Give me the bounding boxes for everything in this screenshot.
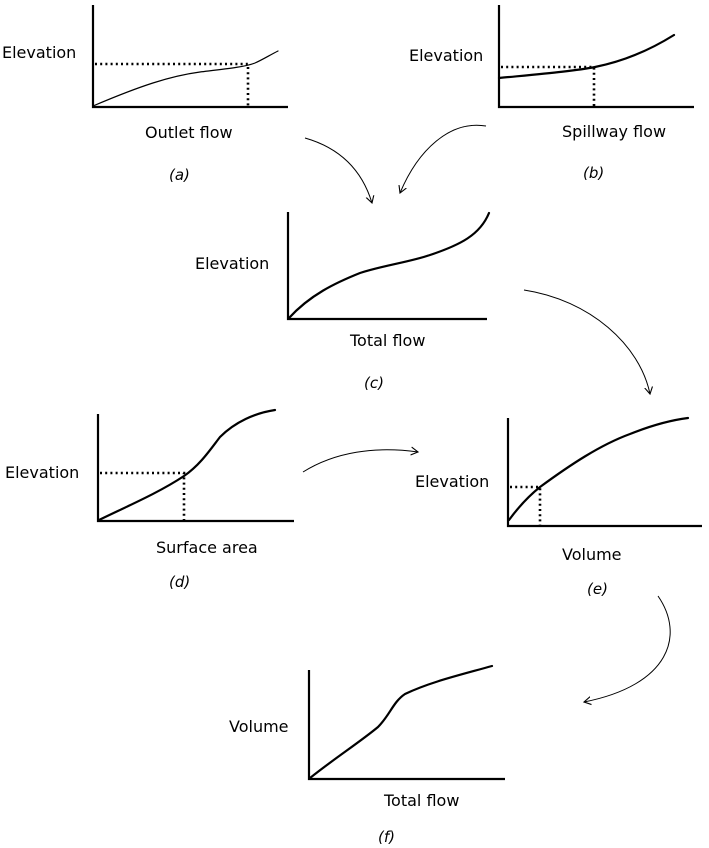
y-label-f: Volume [229,717,289,736]
panel-b: Elevation Spillway flow (b) [409,5,694,182]
y-label-a: Elevation [2,43,76,62]
curve-b [497,33,676,80]
arrow-c-to-e [523,289,650,394]
caption-d: (d) [169,573,190,591]
arrow-b-to-c [400,124,487,193]
panel-a: Elevation Outlet flow (a) [2,5,288,184]
panel-f: Volume Total flow (f) [229,664,505,846]
arrow-e-to-f [584,595,671,702]
curve-a [92,50,279,107]
curve-d [97,408,277,522]
caption-e: (e) [587,580,608,598]
y-label-b: Elevation [409,46,483,65]
dotted-lines-d [100,471,186,520]
dotted-lines-a [95,62,250,106]
panel-c: Elevation Total flow (c) [195,211,491,392]
caption-f: (f) [378,828,395,846]
arrow-d-to-e [302,450,418,473]
caption-a: (a) [169,166,190,184]
x-label-f: Total flow [383,791,459,810]
y-label-c: Elevation [195,254,269,273]
x-label-c: Total flow [349,331,425,350]
x-label-d: Surface area [156,538,258,557]
x-label-a: Outlet flow [145,123,233,142]
axes-b [497,5,694,109]
x-label-e: Volume [562,545,622,564]
y-label-e: Elevation [415,472,489,491]
caption-c: (c) [364,374,384,392]
axes-c [286,212,487,321]
x-label-b: Spillway flow [562,122,666,141]
dotted-lines-e [510,485,542,525]
axes-f [307,670,505,781]
curve-c [287,211,491,320]
panel-d: Elevation Surface area (d) [5,408,294,591]
caption-b: (b) [583,164,604,182]
curve-e [507,416,690,522]
y-label-d: Elevation [5,463,79,482]
arrow-a-to-c [304,137,372,203]
curve-f [308,664,494,780]
axes-d [96,414,294,523]
axes-e [506,418,702,528]
panel-e: Elevation Volume (e) [415,416,702,598]
axes-a [91,5,288,109]
